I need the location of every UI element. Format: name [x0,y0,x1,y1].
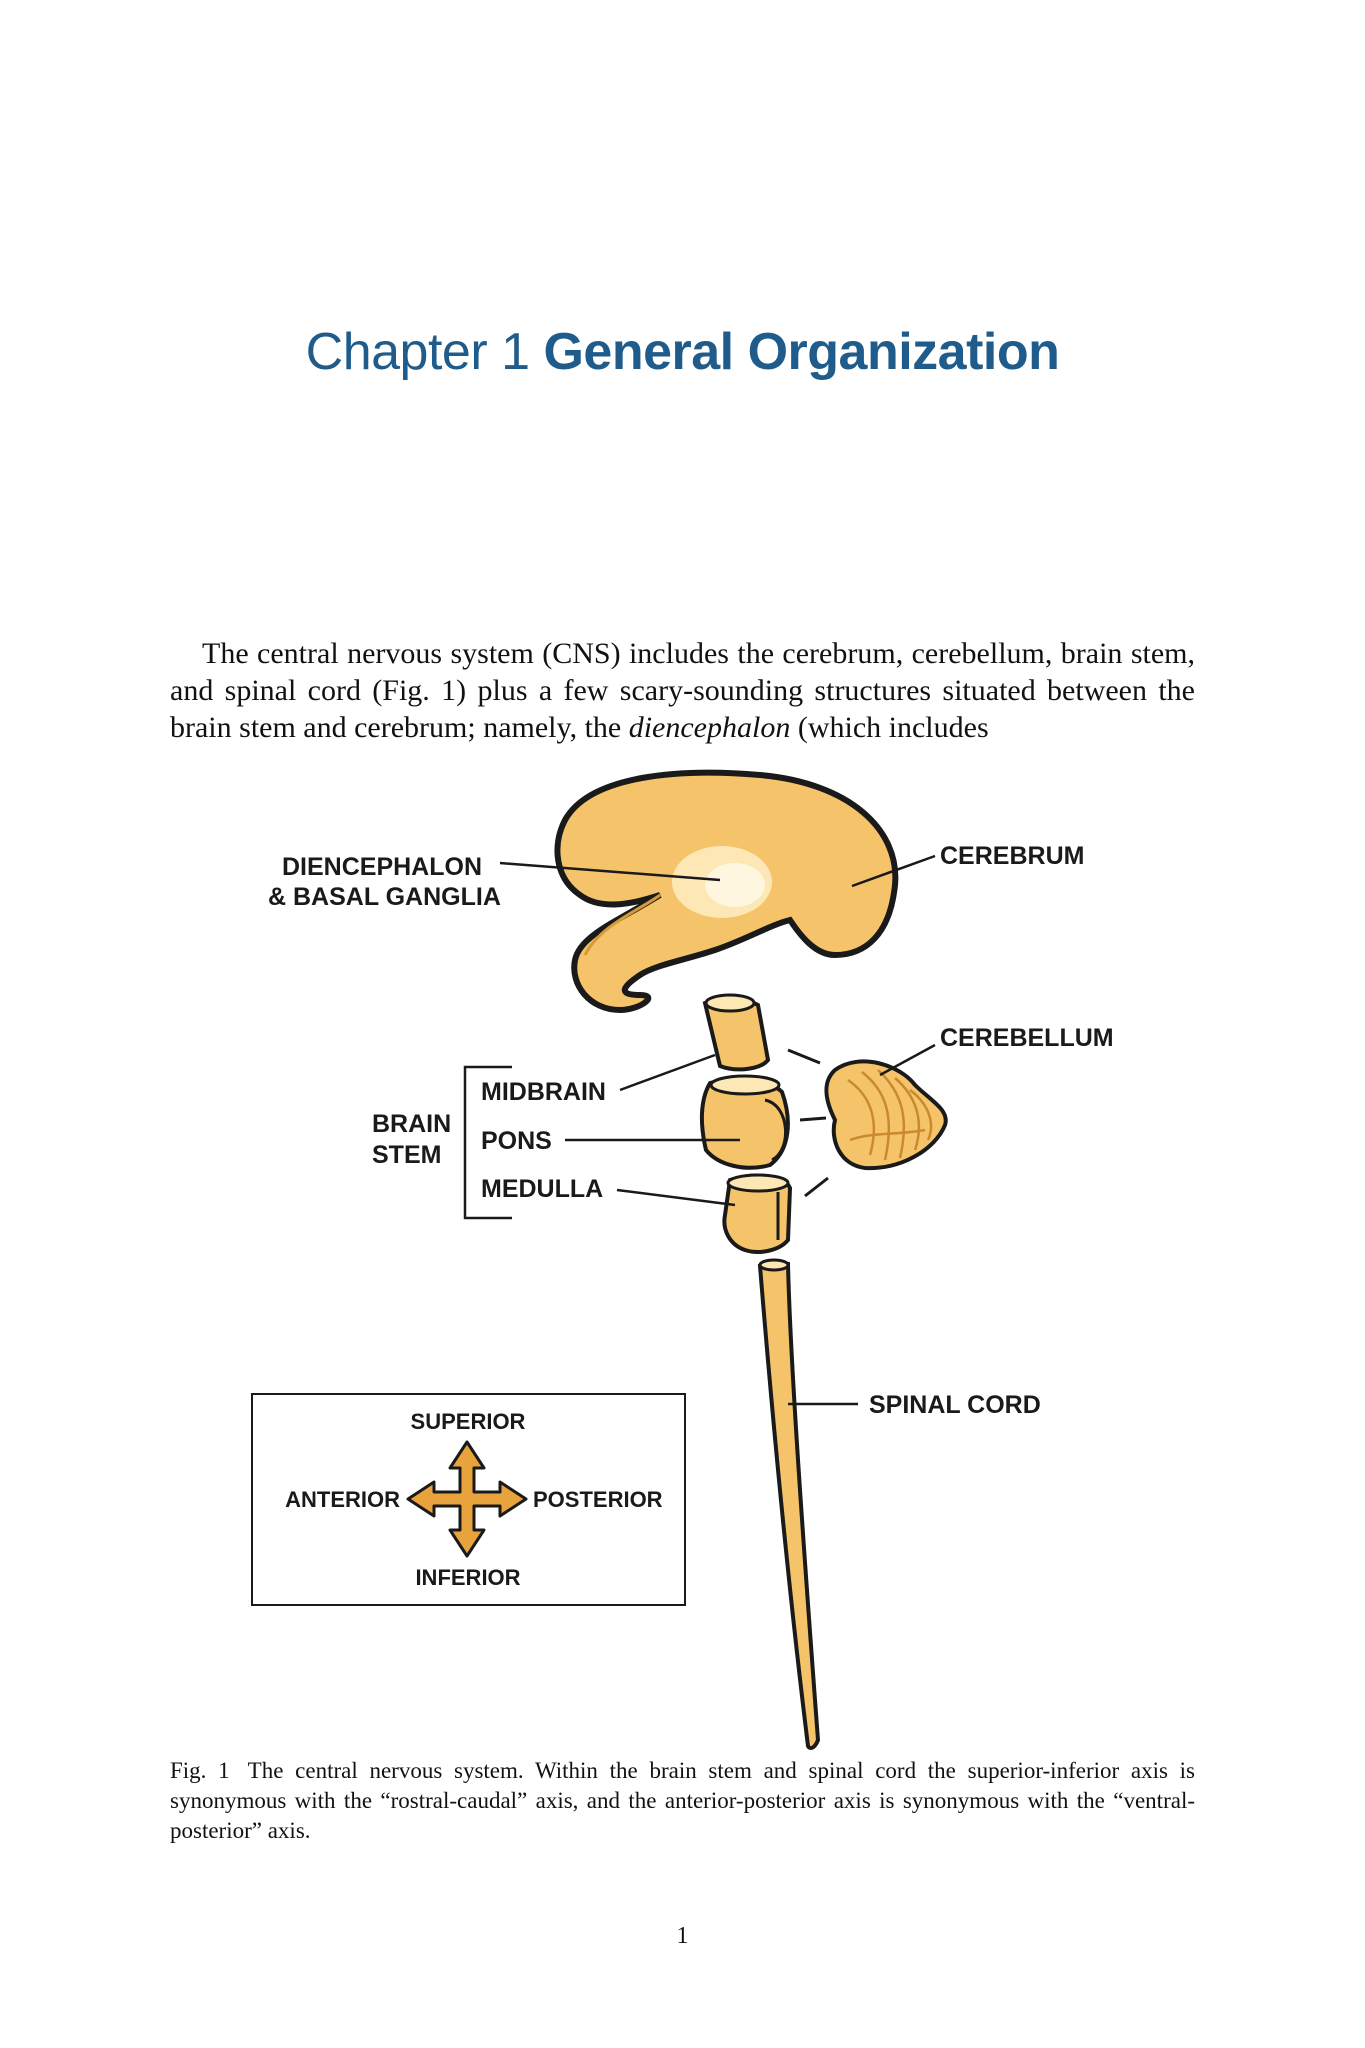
page-number: 1 [676,1923,689,1949]
compass-inferior: INFERIOR [415,1565,520,1590]
chapter-title: Chapter 1 General Organization [0,322,1365,382]
leader-lines [463,854,936,1406]
figure-labels: DIENCEPHALON & BASAL GANGLIA CEREBRUM CE… [268,842,1114,1419]
paragraph-italic-term: diencephalon [628,711,791,744]
label-diencephalon-1: DIENCEPHALON [282,853,482,881]
compass-anterior: ANTERIOR [285,1487,400,1512]
paragraph-text-2: (which includes [790,711,989,744]
label-midbrain: MIDBRAIN [481,1078,606,1106]
orientation-compass: SUPERIOR INFERIOR ANTERIOR POSTERIOR [251,1393,686,1606]
label-spinal-cord: SPINAL CORD [869,1391,1041,1419]
body-paragraph: The central nervous system (CNS) include… [170,635,1195,746]
label-cerebrum: CEREBRUM [940,842,1084,870]
label-brain-stem-2: STEM [372,1141,441,1169]
connection-lines [787,1048,829,1198]
label-diencephalon-2: & BASAL GANGLIA [268,883,501,911]
caption-text: The central nervous system. Within the b… [170,1758,1195,1843]
label-medulla: MEDULLA [481,1175,603,1203]
compass-arrows-icon [406,1440,528,1558]
midbrain-illustration [702,993,771,1072]
cerebrum-illustration [554,769,899,1014]
paragraph-text-1: The central nervous system (CNS) include… [170,637,1195,744]
cerebellum-illustration [824,1059,948,1171]
spinal-cord-illustration [757,1258,821,1750]
chapter-name: General Organization [543,323,1060,381]
compass-superior: SUPERIOR [411,1409,526,1434]
label-pons: PONS [481,1127,552,1155]
label-cerebellum: CEREBELLUM [940,1024,1114,1052]
pons-illustration [699,1074,790,1170]
caption-figure-number: Fig. 1 [170,1758,230,1783]
compass-posterior: POSTERIOR [533,1487,663,1512]
label-brain-stem-1: BRAIN [372,1110,451,1138]
chapter-prefix: Chapter 1 [305,323,530,381]
medulla-illustration [722,1173,793,1254]
